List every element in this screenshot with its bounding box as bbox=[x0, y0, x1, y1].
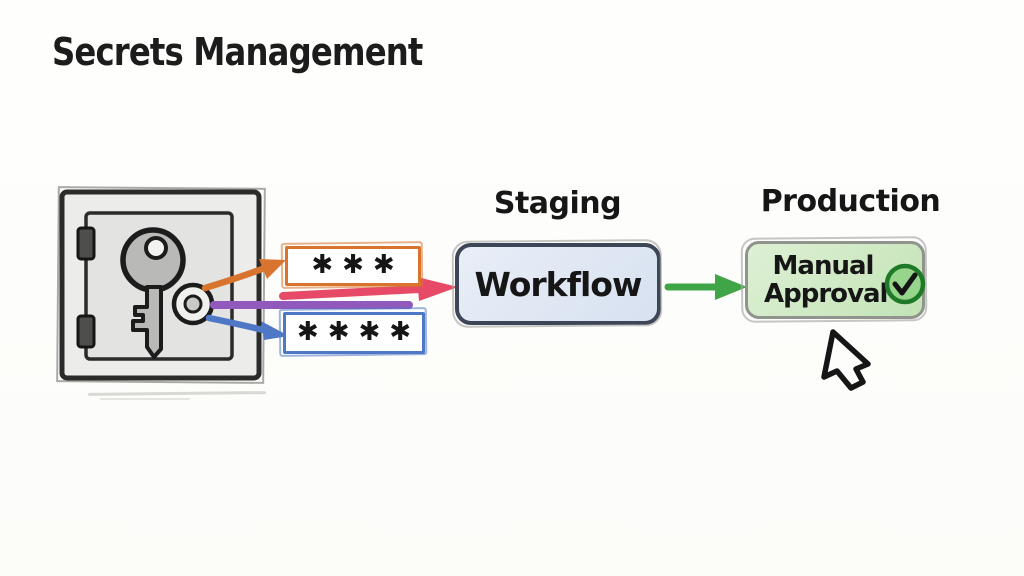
hinge-icons bbox=[76, 226, 96, 349]
secret-masked-field-2: ✱✱✱✱ bbox=[283, 312, 425, 354]
pink-arrow-icon bbox=[279, 277, 458, 301]
orange-arrow-icon bbox=[201, 259, 286, 292]
manual-approval-label: Manual Approval bbox=[764, 251, 888, 309]
staging-label: Staging bbox=[493, 186, 622, 221]
pencil-smudge bbox=[100, 398, 190, 400]
vault-icon bbox=[56, 186, 266, 384]
production-label: Production bbox=[760, 184, 941, 219]
check-icon bbox=[884, 263, 926, 305]
page-title: Secrets Management bbox=[52, 30, 423, 74]
green-arrow-icon bbox=[664, 274, 747, 300]
blue-arrow-icon bbox=[205, 314, 289, 340]
workflow-box-label: Workflow bbox=[474, 264, 643, 304]
workflow-box[interactable]: Workflow bbox=[455, 243, 661, 325]
pencil-smudge bbox=[87, 391, 267, 396]
masked-value: ✱✱✱ bbox=[311, 250, 404, 280]
purple-connector-icon bbox=[210, 301, 413, 309]
cursor-icon bbox=[821, 329, 871, 391]
key-icon bbox=[120, 227, 186, 359]
masked-value: ✱✱✱✱ bbox=[296, 317, 421, 347]
secret-masked-field-1: ✱✱✱ bbox=[285, 246, 421, 286]
